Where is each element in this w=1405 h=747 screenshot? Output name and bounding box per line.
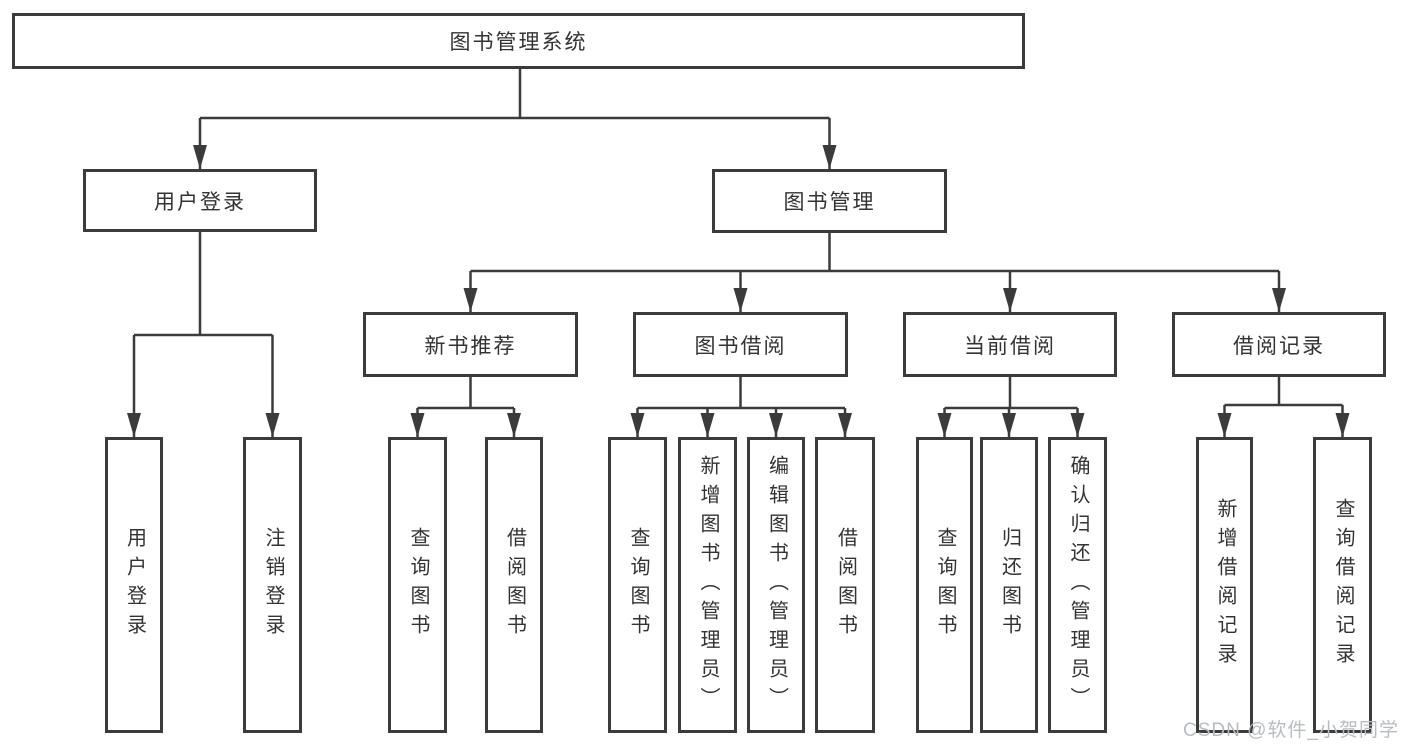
leaf-add-books-admin: 新增图书（管理员） <box>678 437 737 733</box>
leaf-user-login: 用户登录 <box>105 437 163 733</box>
leaf-confirm-return-admin: 确认归还（管理员） <box>1048 437 1107 733</box>
leaf-borrow-books: 借阅图书 <box>815 437 875 733</box>
node-label: 用户登录 <box>154 190 246 214</box>
node-book-borrowing: 图书借阅 <box>633 312 848 377</box>
leaf-return-books: 归还图书 <box>980 437 1038 733</box>
node-label: 当前借阅 <box>964 334 1056 358</box>
node-label: 借阅记录 <box>1233 334 1325 358</box>
leaf-query-books-current: 查询图书 <box>916 437 973 733</box>
leaf-label: 新增图书（管理员） <box>697 454 719 716</box>
leaf-label: 借阅图书 <box>503 527 526 643</box>
leaf-label: 借阅图书 <box>834 527 857 643</box>
node-label: 新书推荐 <box>424 334 517 358</box>
leaf-label: 查询图书 <box>407 527 429 643</box>
node-borrow-records: 借阅记录 <box>1172 312 1386 377</box>
leaf-borrow-books-recommend: 借阅图书 <box>485 437 543 733</box>
leaf-label: 确认归还（管理员） <box>1067 454 1089 716</box>
node-user-login: 用户登录 <box>83 169 317 232</box>
node-library-system: 图书管理系统 <box>12 13 1025 69</box>
leaf-label: 查询借阅记录 <box>1332 498 1354 672</box>
node-current-borrowing: 当前借阅 <box>903 312 1117 377</box>
leaf-label: 编辑图书（管理员） <box>765 454 788 716</box>
leaf-add-borrow-record: 新增借阅记录 <box>1196 437 1253 733</box>
leaf-label: 注销登录 <box>262 527 284 643</box>
csdn-watermark: CSDN @软件_小贺同学 <box>1183 720 1399 741</box>
leaf-query-books-recommend: 查询图书 <box>388 437 447 733</box>
leaf-label: 查询图书 <box>934 527 956 643</box>
leaf-query-borrow-record: 查询借阅记录 <box>1313 437 1372 733</box>
leaf-logout-login: 注销登录 <box>243 437 302 733</box>
node-label: 图书管理 <box>783 191 876 214</box>
leaf-label: 查询图书 <box>627 527 649 643</box>
node-label: 图书借阅 <box>694 334 787 358</box>
leaf-query-books-borrowing: 查询图书 <box>608 437 667 733</box>
leaf-edit-books-admin: 编辑图书（管理员） <box>747 437 805 733</box>
leaf-label: 用户登录 <box>123 527 146 643</box>
leaf-label: 新增借阅记录 <box>1214 498 1236 672</box>
node-label: 图书管理系统 <box>449 31 588 54</box>
node-book-management: 图书管理 <box>712 169 947 233</box>
node-new-book-recommend: 新书推荐 <box>363 312 578 377</box>
leaf-label: 归还图书 <box>998 527 1021 643</box>
